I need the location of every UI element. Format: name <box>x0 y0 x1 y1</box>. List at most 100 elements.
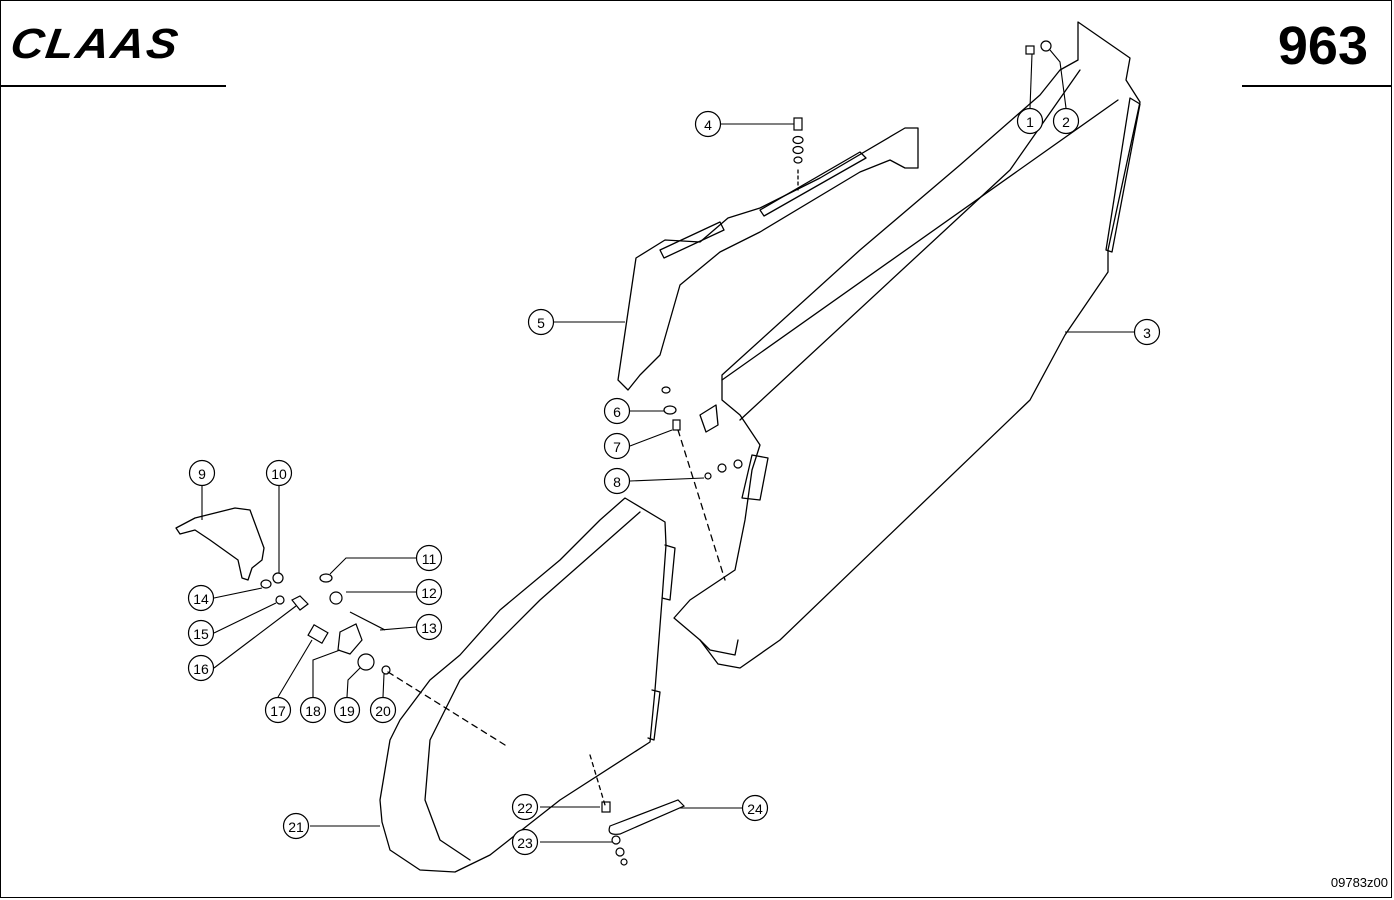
rear-panel-bottom-lip <box>699 639 739 656</box>
leader-15 <box>213 602 277 634</box>
callout-circle <box>741 794 769 822</box>
washer-6 <box>663 405 677 415</box>
callout-circle <box>187 619 215 647</box>
rear-panel-fold <box>721 99 1119 381</box>
callout-label: 10 <box>271 466 287 482</box>
leader-13 <box>379 626 417 631</box>
callout-22: 22 <box>511 793 539 821</box>
washer-14 <box>260 579 272 589</box>
callout-circle <box>527 308 555 336</box>
callout-19: 19 <box>333 696 361 724</box>
callout-label: 12 <box>421 585 437 601</box>
callout-label: 15 <box>193 626 209 642</box>
callout-label: 1 <box>1026 114 1034 130</box>
callout-23: 23 <box>511 828 539 856</box>
lower-guard-edge-strip <box>661 544 676 601</box>
nut-4c <box>793 156 803 164</box>
callout-label: 14 <box>193 591 209 607</box>
mounting-bracket <box>175 507 265 581</box>
callout-18: 18 <box>299 696 327 724</box>
nut-23b <box>615 847 625 857</box>
grease-nipple-16 <box>291 595 309 611</box>
bushing-12 <box>329 591 343 605</box>
screw-22 <box>601 801 611 813</box>
callout-label: 17 <box>270 703 286 719</box>
callout-label: 9 <box>198 466 206 482</box>
callout-label: 8 <box>613 474 621 490</box>
callout-circle <box>1133 318 1161 346</box>
callout-label: 23 <box>517 835 533 851</box>
leader-1 <box>1029 53 1033 109</box>
leader-20 <box>382 673 385 698</box>
ring-20 <box>381 665 391 675</box>
washer-4a <box>792 135 804 145</box>
nut-23c <box>620 858 628 866</box>
callout-label: 13 <box>421 620 437 636</box>
spring-clip-24 <box>608 799 686 835</box>
callout-13: 13 <box>415 613 443 641</box>
callout-20: 20 <box>369 696 397 724</box>
callout-label: 24 <box>747 801 763 817</box>
leader-17 <box>277 639 313 698</box>
bolt-7 <box>672 419 681 431</box>
callout-label: 18 <box>305 703 321 719</box>
page-number-underline <box>1242 85 1392 87</box>
lever-18 <box>337 623 363 655</box>
lower-guard-edge-strip-2 <box>647 689 661 741</box>
callout-circle <box>415 578 443 606</box>
callout-16: 16 <box>187 654 215 682</box>
assembly-line-upper <box>677 429 726 581</box>
assembly-line-lower <box>387 671 506 746</box>
callout-label: 5 <box>537 315 545 331</box>
callout-7: 7 <box>603 432 631 460</box>
callout-11: 11 <box>415 544 443 572</box>
page-number: 963 <box>1277 16 1368 76</box>
callout-4: 4 <box>694 110 722 138</box>
washer-2 <box>1040 40 1052 52</box>
cap-11 <box>319 573 333 583</box>
lower-front-guard <box>379 497 667 873</box>
callout-circle <box>187 654 215 682</box>
sleeve-17 <box>307 623 329 645</box>
leader-14 <box>213 587 263 599</box>
rear-side-panel <box>673 21 1141 669</box>
callout-24: 24 <box>741 794 769 822</box>
drawing-code: 09783z00 <box>1330 875 1388 890</box>
callout-circle <box>188 459 216 487</box>
upper-guard-top-strip-2 <box>659 221 725 259</box>
washer-23a <box>611 835 621 845</box>
upper-guard-top-strip <box>759 151 867 217</box>
callout-label: 7 <box>613 439 621 455</box>
callout-10: 10 <box>265 459 293 487</box>
callout-circle <box>264 696 292 724</box>
callout-circle <box>282 812 310 840</box>
callout-14: 14 <box>187 584 215 612</box>
leader-16 <box>213 605 297 669</box>
callout-circle <box>603 467 631 495</box>
callout-label: 4 <box>704 117 712 133</box>
callout-21: 21 <box>282 812 310 840</box>
callout-circle <box>511 793 539 821</box>
callout-circle <box>694 110 722 138</box>
callout-8: 8 <box>603 467 631 495</box>
callout-label: 20 <box>375 703 391 719</box>
rear-panel-inner-edge <box>739 69 1081 421</box>
leader-8 <box>629 477 705 482</box>
callout-label: 19 <box>339 703 355 719</box>
callout-circle <box>299 696 327 724</box>
rear-panel-flange <box>1105 97 1141 253</box>
callout-6: 6 <box>603 397 631 425</box>
leader-11 <box>329 557 416 575</box>
leader-2 <box>1049 49 1067 109</box>
rear-panel-tab <box>699 404 719 433</box>
bolt-4 <box>793 117 803 131</box>
callout-label: 21 <box>288 819 304 835</box>
bolt-8 <box>704 472 712 480</box>
bolt-1 <box>1025 45 1035 55</box>
callout-label: 2 <box>1062 114 1070 130</box>
callout-circle <box>1052 107 1080 135</box>
callout-17: 17 <box>264 696 292 724</box>
upper-guard-plate <box>617 127 919 391</box>
